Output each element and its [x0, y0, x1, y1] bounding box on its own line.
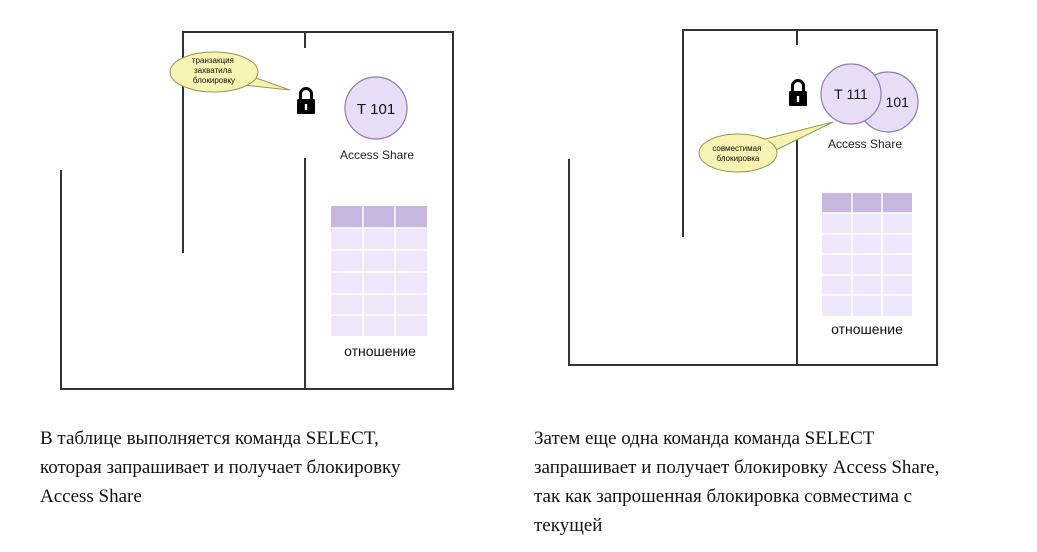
caption-line: текущей — [534, 515, 603, 536]
svg-text:совместимая блокировка: совместимая блокировка — [712, 144, 763, 163]
transaction-label: Т 111 — [834, 86, 868, 102]
left-panel: транзакция захватила блокировку Т 101 Ac… — [60, 31, 454, 390]
caption-line: В таблице выполняется команда SELECT, — [40, 428, 379, 449]
transaction-label: Т 101 — [873, 94, 909, 110]
svg-text:транзакция захватила: транзакция захватила блокировку — [192, 56, 236, 85]
speech-bubble: совместимая блокировка — [698, 121, 834, 173]
lock-icon — [295, 87, 317, 116]
caption-line: запрашивает и получает блокировку Access… — [534, 457, 940, 478]
lock-icon — [787, 79, 809, 108]
caption-line: Access Share — [40, 486, 142, 507]
speech-bubble: транзакция захватила блокировку — [169, 51, 291, 93]
left-caption: В таблице выполняется команда SELECT, ко… — [40, 424, 401, 511]
transaction-label: Т 101 — [357, 101, 395, 118]
bubble-line: транзакция — [192, 56, 234, 65]
lock-mode-label: Access Share — [340, 148, 414, 162]
bubble-line: блокировку — [193, 76, 235, 85]
right-panel: Т 101 Т 111 совместимая блокировка Acces… — [568, 29, 938, 366]
caption-line: так как запрошенная блокировка совместим… — [534, 486, 913, 507]
transaction-circle: Т 101 — [344, 76, 408, 140]
caption-line: Затем еще одна команда команда SELECT — [534, 428, 875, 449]
bubble-line: совместимая — [712, 144, 761, 153]
right-caption: Затем еще одна команда команда SELECT за… — [534, 424, 939, 540]
bubble-line: захватила — [194, 66, 232, 75]
relation-label: отношение — [344, 343, 416, 359]
bubble-line: блокировка — [717, 154, 760, 163]
caption-line: которая запрашивает и получает блокировк… — [40, 457, 401, 478]
relation-label: отношение — [831, 321, 903, 337]
room-walls — [568, 29, 938, 366]
transaction-circle: Т 111 — [820, 63, 882, 125]
relation-table — [822, 193, 912, 316]
lock-mode-label: Access Share — [828, 137, 902, 151]
relation-table — [331, 206, 427, 336]
